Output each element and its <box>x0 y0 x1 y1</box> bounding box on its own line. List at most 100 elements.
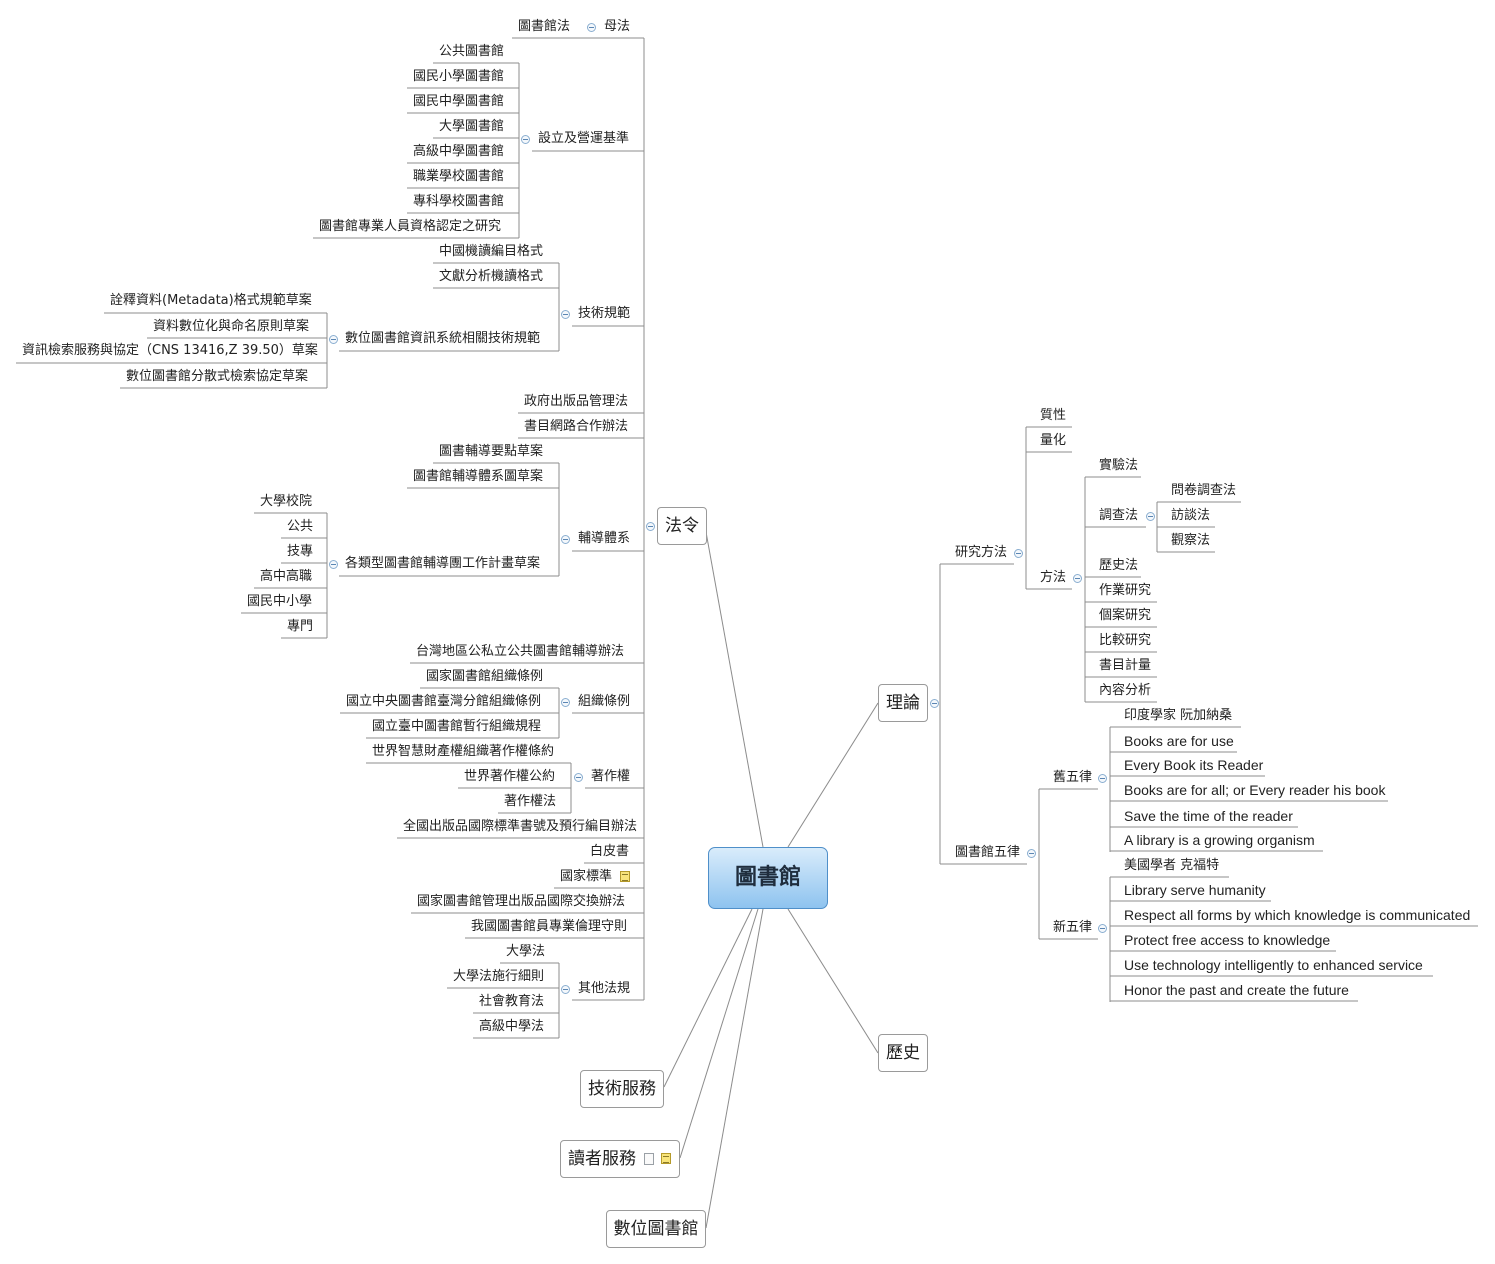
collapse-toggle-icon[interactable] <box>574 773 583 782</box>
node-old-author[interactable]: 印度學家 阮加納桑 <box>1124 708 1233 723</box>
node-plan-item[interactable]: 大學校院 <box>260 494 313 509</box>
node-old-law[interactable]: Every Book its Reader <box>1124 757 1264 773</box>
node-new-five-laws[interactable]: 新五律 <box>1053 920 1093 935</box>
node-survey-item[interactable]: 問卷調查法 <box>1171 483 1237 498</box>
node-survey-item[interactable]: 觀察法 <box>1171 533 1211 548</box>
collapse-toggle-icon[interactable] <box>329 335 338 344</box>
node-survey-item[interactable]: 訪談法 <box>1171 508 1211 523</box>
node-plan-item[interactable]: 公共 <box>287 519 314 534</box>
collapse-toggle-icon[interactable] <box>587 23 596 32</box>
node-five-laws[interactable]: 圖書館五律 <box>955 845 1021 860</box>
node-gov-publications[interactable]: 政府出版品管理法 <box>524 394 629 409</box>
main-topic-history[interactable]: 歷史 <box>878 1034 928 1072</box>
node-standard-item[interactable]: 圖書館專業人員資格認定之研究 <box>319 219 502 234</box>
collapse-toggle-icon[interactable] <box>1027 849 1036 858</box>
collapse-toggle-icon[interactable] <box>561 698 570 707</box>
node-standard-item[interactable]: 大學圖書館 <box>439 119 505 134</box>
node-ethics[interactable]: 我國圖書館員專業倫理守則 <box>471 919 628 934</box>
node-org-item[interactable]: 國立中央圖書館臺灣分館組織條例 <box>346 694 542 709</box>
node-old-law[interactable]: Books are for use <box>1124 733 1234 749</box>
main-topic-digital-library[interactable]: 數位圖書館 <box>606 1210 706 1248</box>
node-standards[interactable]: 設立及營運基準 <box>538 131 630 146</box>
collapse-toggle-icon[interactable] <box>1146 512 1155 521</box>
node-guidance[interactable]: 輔導體系 <box>578 531 631 546</box>
document-icon[interactable] <box>644 1153 654 1165</box>
node-copyright[interactable]: 著作權 <box>591 769 631 784</box>
node-guidance-item[interactable]: 圖書輔導要點草案 <box>439 444 544 459</box>
node-plan-item[interactable]: 技專 <box>287 544 314 559</box>
node-exchange[interactable]: 國家圖書館管理出版品國際交換辦法 <box>417 894 626 909</box>
node-qualitative[interactable]: 質性 <box>1040 408 1067 423</box>
node-tech-spec-item[interactable]: 文獻分析機讀格式 <box>439 269 544 284</box>
main-topic-reader-services[interactable]: 讀者服務 <box>560 1140 680 1178</box>
node-digital-spec-item[interactable]: 資訊檢索服務與協定（CNS 13416,Z 39.50）草案 <box>22 343 318 358</box>
collapse-toggle-icon[interactable] <box>1014 549 1023 558</box>
node-methods[interactable]: 方法 <box>1040 570 1067 585</box>
node-new-law[interactable]: Library serve humanity <box>1124 882 1266 898</box>
node-national-standard[interactable]: 國家標準 <box>560 869 613 884</box>
node-old-law[interactable]: Books are for all; or Every reader his b… <box>1124 782 1386 798</box>
node-tech-specs[interactable]: 技術規範 <box>578 306 631 321</box>
node-standard-item[interactable]: 國民小學圖書館 <box>413 69 505 84</box>
node-isbn[interactable]: 全國出版品國際標準書號及預行編目辦法 <box>403 819 638 834</box>
node-method-item[interactable]: 作業研究 <box>1099 583 1152 598</box>
note-icon[interactable] <box>661 1153 671 1164</box>
main-topic-law[interactable]: 法令 <box>657 507 707 545</box>
node-old-law[interactable]: A library is a growing organism <box>1124 832 1315 848</box>
node-plan-item[interactable]: 專門 <box>287 619 314 634</box>
node-copyright-item[interactable]: 世界智慧財產權組織著作權條約 <box>372 744 555 759</box>
node-taiwan-public[interactable]: 台灣地區公私立公共圖書館輔導辦法 <box>416 644 625 659</box>
node-guidance-item[interactable]: 圖書館輔導體系圖草案 <box>413 469 544 484</box>
node-other-laws[interactable]: 其他法規 <box>578 981 631 996</box>
node-method-item[interactable]: 內容分析 <box>1099 683 1152 698</box>
node-org-item[interactable]: 國立臺中圖書館暫行組織規程 <box>372 719 542 734</box>
node-standard-item[interactable]: 專科學校圖書館 <box>413 194 505 209</box>
node-survey[interactable]: 調查法 <box>1099 508 1139 523</box>
node-method-item[interactable]: 個案研究 <box>1099 608 1152 623</box>
main-topic-theory[interactable]: 理論 <box>878 684 928 722</box>
node-plan-item[interactable]: 高中高職 <box>260 569 313 584</box>
node-method-item[interactable]: 比較研究 <box>1099 633 1152 648</box>
note-icon[interactable] <box>620 871 630 882</box>
node-guidance-plan[interactable]: 各類型圖書館輔導團工作計畫草案 <box>345 556 541 571</box>
node-digital-spec-item[interactable]: 詮釋資料(Metadata)格式規範草案 <box>110 293 312 308</box>
node-other-item[interactable]: 社會教育法 <box>479 994 545 1009</box>
collapse-toggle-icon[interactable] <box>329 560 338 569</box>
collapse-toggle-icon[interactable] <box>521 135 530 144</box>
node-bib-network[interactable]: 書目網路合作辦法 <box>524 419 629 434</box>
node-new-law[interactable]: Protect free access to knowledge <box>1124 932 1331 948</box>
node-method-item[interactable]: 歷史法 <box>1099 558 1139 573</box>
node-new-law[interactable]: Respect all forms by which knowledge is … <box>1124 907 1471 923</box>
node-experiment[interactable]: 實驗法 <box>1099 458 1139 473</box>
node-other-item[interactable]: 大學法 <box>506 944 546 959</box>
collapse-toggle-icon[interactable] <box>1073 574 1082 583</box>
node-tech-spec-item[interactable]: 中國機讀編目格式 <box>439 244 544 259</box>
node-library-act[interactable]: 圖書館法 <box>518 19 571 34</box>
node-standard-item[interactable]: 國民中學圖書館 <box>413 94 505 109</box>
node-org-item[interactable]: 國家圖書館組織條例 <box>426 669 544 684</box>
node-other-item[interactable]: 高級中學法 <box>479 1019 545 1034</box>
node-white-paper[interactable]: 白皮書 <box>590 844 630 859</box>
node-copyright-item[interactable]: 世界著作權公約 <box>464 769 556 784</box>
node-new-law[interactable]: Honor the past and create the future <box>1124 982 1349 998</box>
collapse-toggle-icon[interactable] <box>561 985 570 994</box>
node-standard-item[interactable]: 高級中學圖書館 <box>413 144 505 159</box>
node-org-rules[interactable]: 組織條例 <box>578 694 631 709</box>
node-old-five-laws[interactable]: 舊五律 <box>1053 770 1093 785</box>
node-standard-item[interactable]: 公共圖書館 <box>439 44 505 59</box>
node-digital-specs[interactable]: 數位圖書館資訊系統相關技術規範 <box>345 331 541 346</box>
collapse-toggle-icon[interactable] <box>1098 924 1107 933</box>
node-digital-spec-item[interactable]: 資料數位化與命名原則草案 <box>153 319 310 334</box>
collapse-toggle-icon[interactable] <box>930 699 939 708</box>
collapse-toggle-icon[interactable] <box>561 535 570 544</box>
central-topic[interactable]: 圖書館 <box>708 847 828 909</box>
collapse-toggle-icon[interactable] <box>561 310 570 319</box>
node-research-methods[interactable]: 研究方法 <box>955 545 1008 560</box>
node-old-law[interactable]: Save the time of the reader <box>1124 808 1293 824</box>
collapse-toggle-icon[interactable] <box>646 522 655 531</box>
node-quantitative[interactable]: 量化 <box>1040 433 1067 448</box>
node-new-author[interactable]: 美國學者 克福特 <box>1124 858 1220 873</box>
node-plan-item[interactable]: 國民中小學 <box>247 594 313 609</box>
node-new-law[interactable]: Use technology intelligently to enhanced… <box>1124 957 1423 973</box>
node-copyright-item[interactable]: 著作權法 <box>504 794 557 809</box>
